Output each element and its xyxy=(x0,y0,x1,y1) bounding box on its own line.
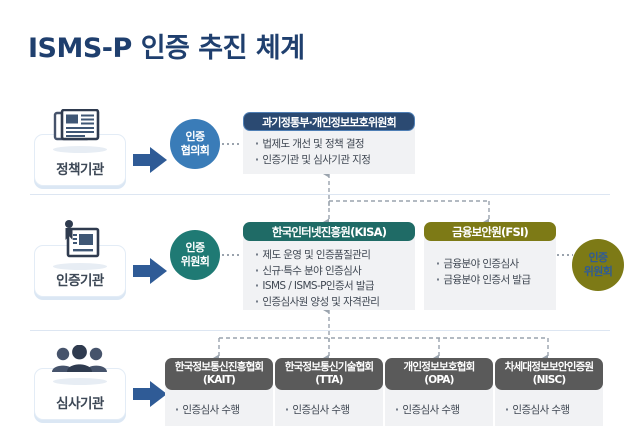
box-nisc-header: 차세대정보보안인증원 (NISC) xyxy=(495,358,603,390)
box-kisa-header: 한국인터넷진흥원(KISA) xyxy=(243,222,415,241)
row-label-card-policy: 정책기관 xyxy=(34,108,126,186)
box-kisa-body: 제도 운영 및 인증품질관리 신규·특수 분야 인증심사 ISMS / ISMS… xyxy=(243,233,415,310)
box-fsi-body: 금융분야 인증심사 금융분야 인증서 발급 xyxy=(424,233,556,310)
dot-link-policy xyxy=(222,143,242,145)
flow-arrow-audit xyxy=(133,381,167,407)
box-mist-pipc: 법제도 개선 및 정책 결정 인증기관 및 심사기관 지정 과기정통부·개인정보… xyxy=(243,112,415,174)
bullet: 금융분야 인증심사 xyxy=(436,259,556,270)
box-kait: 인증심사 수행 한국정보통신진흥협회 (KAIT) xyxy=(165,358,273,426)
certificate-document-icon xyxy=(52,220,108,270)
box-fsi-header: 금융보안원(FSI) xyxy=(424,222,556,241)
bullet: 인증심사 수행 xyxy=(505,405,603,416)
box-tta: 인증심사 수행 한국정보통신기술협회 (TTA) xyxy=(275,358,383,426)
box-nisc: 인증심사 수행 차세대정보보안인증원 (NISC) xyxy=(495,358,603,426)
box-mist-pipc-header: 과기정통부·개인정보보호위원회 xyxy=(243,112,415,131)
box-kisa: 제도 운영 및 인증품질관리 신규·특수 분야 인증심사 ISMS / ISMS… xyxy=(243,222,415,310)
box-kait-header: 한국정보통신진흥협회 (KAIT) xyxy=(165,358,273,390)
bullet: ISMS / ISMS-P인증서 발급 xyxy=(255,281,415,292)
row-label-policy: 정책기관 xyxy=(56,162,104,178)
row-label-card-certification: 인증기관 xyxy=(34,220,126,297)
box-mist-pipc-body: 법제도 개선 및 정책 결정 인증기관 및 심사기관 지정 xyxy=(243,123,415,174)
box-fsi: 금융분야 인증심사 금융분야 인증서 발급 금융보안원(FSI) xyxy=(424,222,556,310)
flow-arrow-policy xyxy=(133,147,167,173)
bullet: 인증기관 및 심사기관 지정 xyxy=(255,154,415,166)
page-title: ISMS-P 인증 추진 체계 xyxy=(28,33,305,64)
bullet: 인증심사 수행 xyxy=(285,405,383,416)
circle-certification-committee-left: 인증 위원회 xyxy=(170,230,220,280)
flow-arrow-certification xyxy=(133,258,167,284)
row-label-card-audit: 심사기관 xyxy=(34,344,126,420)
bullet: 인증심사 수행 xyxy=(175,405,273,416)
bullet: 인증심사 수행 xyxy=(395,405,493,416)
row-label-audit: 심사기관 xyxy=(56,396,104,412)
bullet: 금융분야 인증서 발급 xyxy=(436,274,556,286)
dot-link-certification-left xyxy=(222,254,242,256)
box-tta-header: 한국정보통신기술협회 (TTA) xyxy=(275,358,383,390)
row-divider-1 xyxy=(30,194,610,195)
bullet: 제도 운영 및 인증품질관리 xyxy=(255,250,415,261)
row-divider-2 xyxy=(30,330,610,331)
row-label-certification: 인증기관 xyxy=(56,273,104,289)
box-opa: 인증심사 수행 개인정보보호협회 (OPA) xyxy=(385,358,493,426)
circle-certification-council: 인증 협의회 xyxy=(170,119,220,169)
bullet: 법제도 개선 및 정책 결정 xyxy=(255,139,415,150)
bullet: 신규·특수 분야 인증심사 xyxy=(255,265,415,277)
newspaper-icon xyxy=(52,108,108,153)
people-group-icon xyxy=(49,344,111,385)
dot-link-certification-right xyxy=(557,254,573,256)
box-opa-header: 개인정보보호협회 (OPA) xyxy=(385,358,493,390)
circle-certification-committee-right: 인증 위원회 xyxy=(572,239,624,291)
bullet: 인증심사원 양성 및 자격관리 xyxy=(255,296,415,308)
